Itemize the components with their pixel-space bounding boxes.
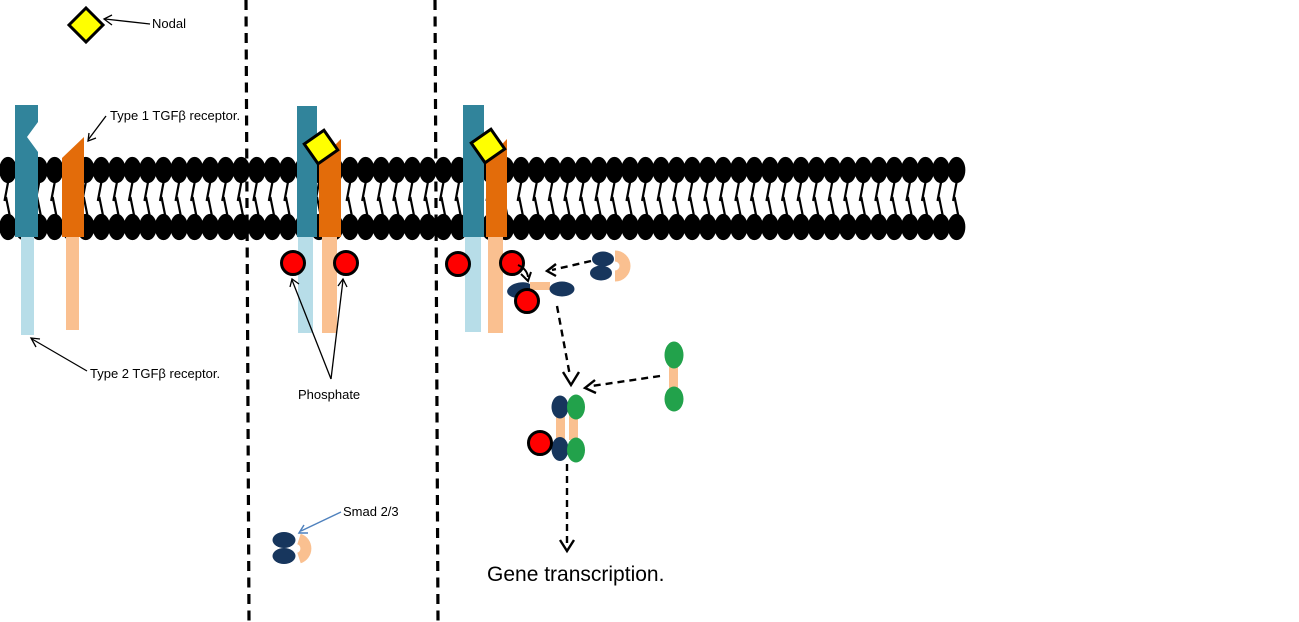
type1-receptor-tail: [66, 237, 79, 330]
nodal-label: Nodal: [152, 16, 186, 31]
smad23-linker-arc: [296, 533, 312, 564]
smad23-free: [590, 250, 631, 282]
nodal-leader-line: [104, 18, 151, 25]
type2-leader-arrowhead-icon: [29, 337, 41, 348]
smad23-leader-line: [300, 511, 342, 532]
smad-transcription-complex: [527, 394, 585, 463]
smad-recruitment-arrowhead-icon: [544, 263, 557, 278]
type1-receptor-ecto: [62, 137, 84, 237]
panel-resting-state: Nodal Type 1 TGFβ receptor. Type 2 TGFβ …: [15, 5, 240, 381]
phosphate-icon: [499, 250, 525, 276]
smad23-label: Smad 2/3: [343, 504, 399, 519]
panel-ligand-bound: Phosphate Smad 2/3: [272, 106, 399, 564]
phosphate-icon: [333, 250, 359, 276]
smad23-subunit: [551, 395, 569, 419]
phosphate-leader-arrowhead-icon: [289, 277, 300, 288]
smad23-linker-arc: [614, 250, 631, 282]
type1-receptor-label: Type 1 TGFβ receptor.: [110, 108, 240, 123]
phosphate-icon: [280, 250, 306, 276]
smad23-subunit: [549, 281, 575, 297]
phosphate-icon: [527, 430, 553, 456]
smad23-subunit: [590, 265, 612, 281]
type2-receptor-ecto: [463, 105, 484, 237]
phosphate-leader-line-right: [330, 279, 344, 380]
smad4-subunit: [664, 386, 684, 412]
smad-translocation-arrowhead-icon: [561, 371, 581, 388]
type1-receptor-ecto: [486, 139, 507, 237]
smad23-subunit: [551, 437, 569, 461]
type2-leader-line: [31, 338, 88, 372]
smad4-joining-arrowhead-icon: [582, 379, 597, 395]
smad4-linker: [669, 363, 678, 391]
smad-translocation-arrow: [555, 305, 572, 377]
stage-divider-line-2: [433, 0, 440, 622]
type2-receptor-ecto: [297, 106, 317, 237]
smad23-open-phosphorylated: [507, 281, 575, 314]
nodal-ligand-icon: [66, 5, 106, 45]
phosphate-icon: [514, 288, 540, 314]
smad-recruitment-arrow: [551, 259, 592, 272]
type2-receptor-tail: [21, 237, 34, 335]
type2-receptor-ecto: [15, 105, 38, 237]
phosphorylation-arrowhead-icon: [520, 271, 532, 283]
smad23-subunit: [272, 548, 296, 564]
stage-divider-line-1: [244, 0, 251, 622]
phosphate-icon: [445, 251, 471, 277]
smad4-subunit: [567, 437, 585, 463]
smad4-subunit: [664, 341, 684, 369]
type2-receptor-label: Type 2 TGFβ receptor.: [90, 366, 220, 381]
type2-receptor-tail: [298, 237, 313, 333]
complex-linker: [569, 414, 578, 440]
smad23-linker: [530, 282, 550, 290]
type2-receptor-tail: [465, 237, 481, 332]
nodal-ligand-icon: [302, 128, 340, 166]
type1-leader-line: [87, 115, 107, 141]
phosphate-label: Phosphate: [298, 387, 360, 402]
type1-receptor-tail: [488, 237, 503, 333]
smad23-leader-arrowhead-icon: [297, 524, 308, 534]
smad4-subunit: [567, 394, 585, 420]
type1-receptor-ecto: [319, 139, 341, 237]
phosphorylation-arrow: [517, 264, 529, 278]
smad23-subunit: [272, 532, 296, 548]
smad4-dimer: [664, 341, 684, 412]
nodal-leader-arrowhead-icon: [102, 14, 113, 26]
phosphate-leader-arrowhead-icon: [337, 277, 348, 288]
type1-leader-arrowhead-icon: [87, 132, 97, 142]
nodal-ligand-icon: [469, 127, 507, 165]
type1-receptor-tail: [322, 237, 337, 333]
smad23-subunit: [592, 251, 614, 267]
gene-transcription-label: Gene transcription.: [487, 563, 664, 586]
panel-signal-cascade: Gene transcription.: [445, 105, 684, 586]
complex-linker: [556, 414, 565, 440]
gene-transcription-arrowhead-icon: [558, 539, 576, 554]
smad4-joining-arrow: [591, 374, 661, 388]
phosphate-leader-line-left: [291, 279, 332, 380]
